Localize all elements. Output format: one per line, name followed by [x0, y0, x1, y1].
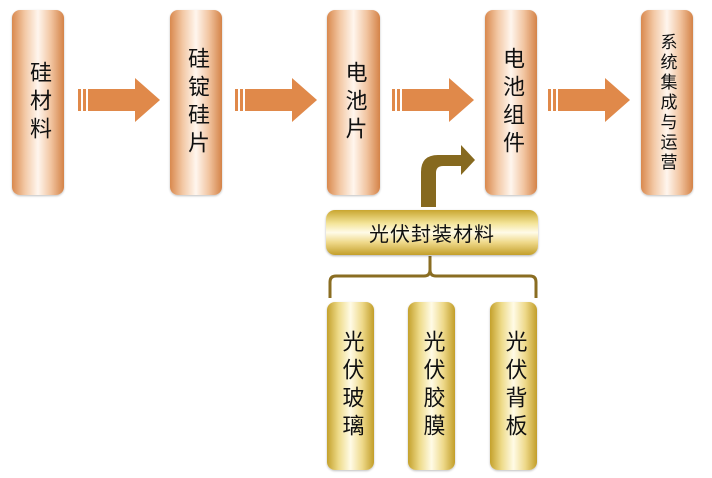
material-node-pv-glass: 光伏玻璃	[327, 302, 374, 470]
bracket	[328, 256, 538, 298]
chain-node-module: 电池组件	[485, 10, 537, 195]
chain-node-silicon-material: 硅材料	[12, 10, 64, 195]
material-node-pv-backsheet: 光伏背板	[490, 302, 537, 470]
arrow-right-icon	[392, 78, 474, 122]
arrow-right-icon	[78, 78, 160, 122]
chain-node-ingot-wafer: 硅锭硅片	[170, 10, 222, 195]
material-node-pv-film: 光伏胶膜	[408, 302, 455, 470]
arrow-right-icon	[235, 78, 317, 122]
bent-arrow-icon	[421, 145, 475, 207]
arrow-right-icon	[548, 78, 630, 122]
encapsulation-materials-node: 光伏封装材料	[326, 210, 538, 255]
chain-node-cell: 电池片	[327, 10, 380, 195]
chain-node-system-integration: 系统集成与运营	[641, 10, 693, 195]
